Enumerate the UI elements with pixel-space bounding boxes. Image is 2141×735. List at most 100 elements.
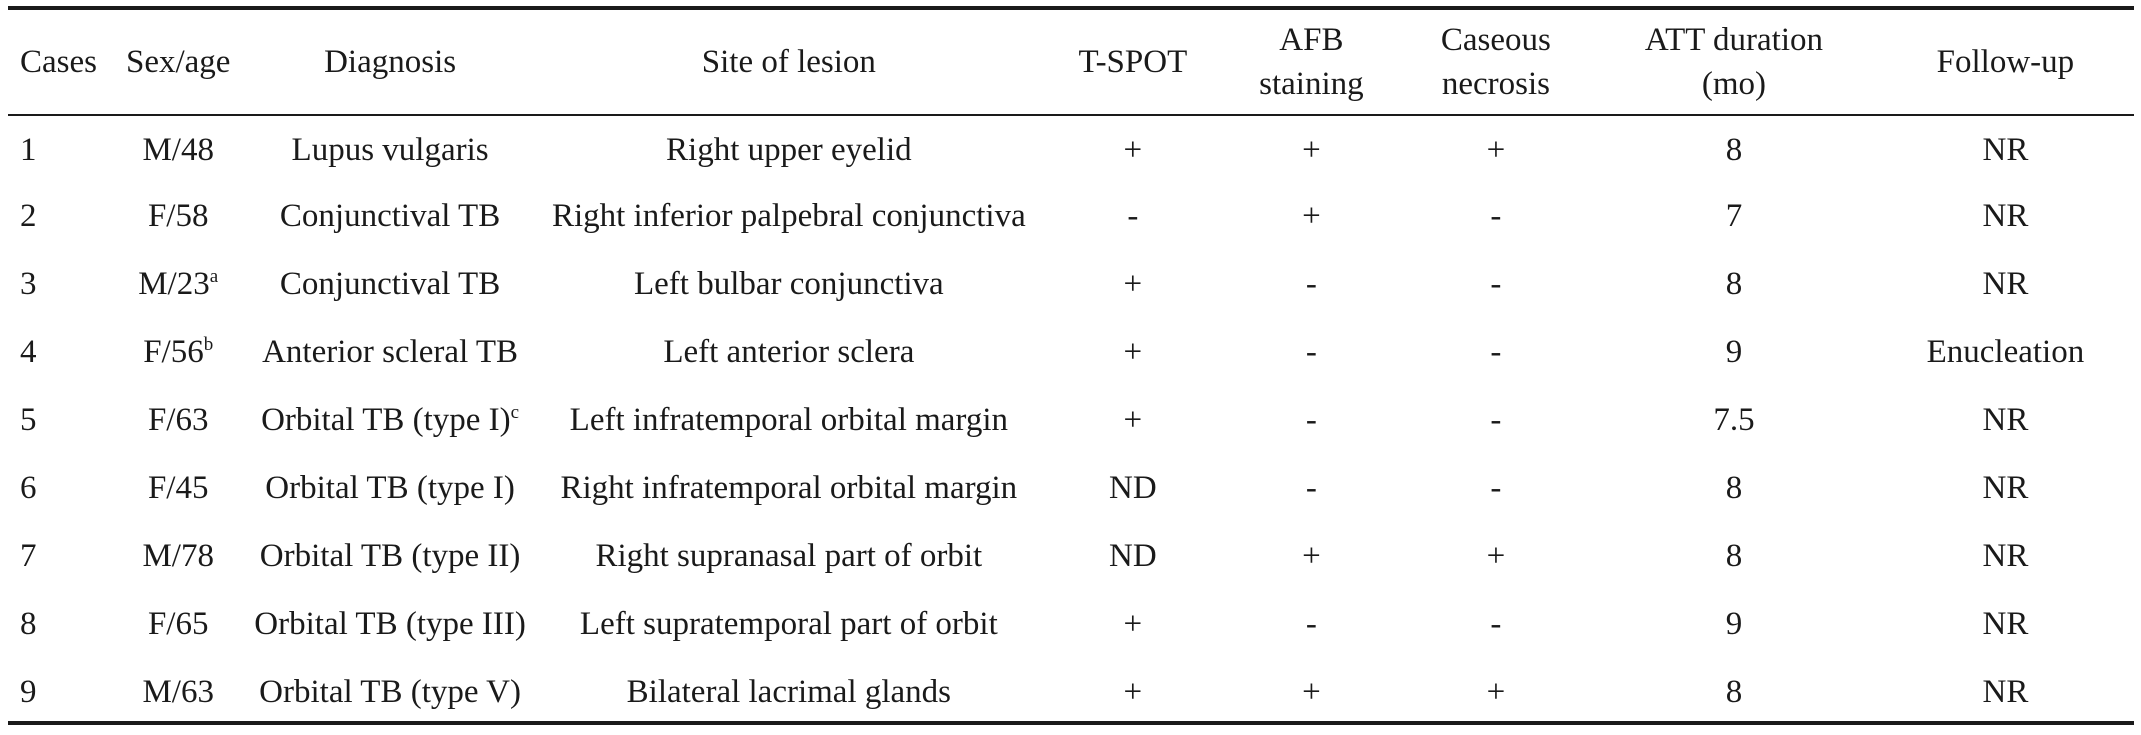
cell-diagnosis-text: Conjunctival TB — [279, 266, 501, 302]
cell-site-of-lesion-text: Left infratemporal orbital margin — [569, 402, 1008, 438]
cell-sex-age: M/23a — [110, 250, 246, 318]
cell-t-spot-text: + — [1123, 402, 1143, 438]
cell-att-duration: 9 — [1591, 318, 1877, 386]
cell-diagnosis: Orbital TB (type V) — [246, 658, 534, 726]
cell-att-duration-text: 9 — [1725, 606, 1743, 642]
cell-diagnosis: Conjunctival TB — [246, 182, 534, 250]
cell-afb-staining-text: + — [1302, 132, 1321, 168]
cell-diagnosis-text: Anterior scleral TB — [262, 334, 519, 370]
cell-follow-up-text: NR — [1982, 132, 2029, 168]
cell-site-of-lesion: Bilateral lacrimal glands — [534, 658, 1043, 726]
cell-site-of-lesion-text: Right infratemporal orbital margin — [560, 470, 1018, 506]
cell-case: 2 — [8, 182, 110, 250]
cell-follow-up-text: NR — [1982, 606, 2029, 642]
cell-diagnosis: Conjunctival TB — [246, 250, 534, 318]
cell-diagnosis-text: Conjunctival TB — [279, 198, 501, 234]
cell-att-duration-text: 8 — [1725, 132, 1743, 168]
header-row: Cases Sex/age Diagnosis Site of lesion T… — [8, 10, 2134, 114]
cell-follow-up-text: NR — [1982, 198, 2029, 234]
cell-t-spot: ND — [1044, 454, 1223, 522]
cell-diagnosis-text: Lupus vulgaris — [291, 132, 489, 168]
cell-sex-age: F/63 — [110, 386, 246, 454]
cell-caseous-necrosis: - — [1401, 250, 1591, 318]
cell-diagnosis-text: Orbital TB (type I) — [265, 470, 515, 506]
cell-afb-staining: - — [1222, 386, 1401, 454]
cell-follow-up-text: NR — [1982, 538, 2029, 574]
cell-diagnosis: Orbital TB (type I) — [246, 454, 534, 522]
cell-case-text: 3 — [20, 266, 37, 302]
cell-afb-staining: - — [1222, 250, 1401, 318]
cell-follow-up-text: NR — [1982, 402, 2029, 438]
cell-afb-staining-text: - — [1305, 470, 1317, 506]
cell-caseous-necrosis-text: - — [1490, 402, 1502, 438]
header-att-duration: ATT duration(mo) — [1644, 22, 1824, 102]
cell-afb-staining-text: + — [1302, 198, 1321, 234]
cell-att-duration-text: 8 — [1725, 538, 1743, 574]
cell-sex-age: F/45 — [110, 454, 246, 522]
cell-case: 6 — [8, 454, 110, 522]
cell-t-spot: + — [1044, 114, 1223, 182]
cell-site-of-lesion-text: Right supranasal part of orbit — [595, 538, 983, 574]
cell-diagnosis-text: Orbital TB (type II) — [259, 538, 521, 574]
cell-t-spot: + — [1044, 250, 1223, 318]
cell-afb-staining-text: - — [1305, 606, 1317, 642]
cell-caseous-necrosis-text: - — [1490, 606, 1502, 642]
cell-sex-age: M/48 — [110, 114, 246, 182]
table-row: 2 F/58 Conjunctival TB Right inferior palpe… — [8, 182, 2134, 250]
header-follow-up: Follow-up — [1936, 44, 2075, 80]
cell-sex-age-text: M/48 — [142, 132, 214, 168]
cell-afb-staining: - — [1222, 318, 1401, 386]
cell-caseous-necrosis-text: - — [1490, 470, 1502, 506]
cell-case: 5 — [8, 386, 110, 454]
cell-site-of-lesion-text: Right inferior palpebral conjunctiva — [551, 198, 1026, 234]
cell-att-duration-text: 7.5 — [1713, 402, 1755, 438]
cell-diagnosis: Orbital TB (type II) — [246, 522, 534, 590]
footnote-marker: b — [203, 334, 214, 355]
cell-caseous-necrosis: - — [1401, 318, 1591, 386]
cell-caseous-necrosis-text: - — [1490, 334, 1502, 370]
cell-att-duration-text: 7 — [1725, 198, 1743, 234]
cell-case: 1 — [8, 114, 110, 182]
cell-diagnosis: Orbital TB (type III) — [246, 590, 534, 658]
cell-t-spot: + — [1044, 318, 1223, 386]
cell-t-spot-text: ND — [1109, 470, 1157, 506]
cell-afb-staining: - — [1222, 590, 1401, 658]
cell-sex-age: M/63 — [110, 658, 246, 726]
cell-sex-age: F/58 — [110, 182, 246, 250]
cell-sex-age-text: M/63 — [142, 674, 214, 710]
header-site-of-lesion: Site of lesion — [701, 44, 876, 80]
cell-caseous-necrosis-text: + — [1486, 132, 1506, 168]
cell-t-spot: - — [1044, 182, 1223, 250]
cell-case-text: 2 — [20, 198, 37, 234]
cell-afb-staining: + — [1222, 658, 1401, 726]
cell-afb-staining: + — [1222, 522, 1401, 590]
cell-afb-staining: + — [1222, 114, 1401, 182]
cell-diagnosis-text: Orbital TB (type V) — [259, 674, 521, 710]
table-row: 3 M/23a Conjunctival TB Left bulbar conjunc… — [8, 250, 2134, 318]
cell-sex-age-text: F/65 — [147, 606, 209, 642]
cell-diagnosis-text: Orbital TB (type I) — [261, 402, 511, 438]
cell-follow-up: NR — [1877, 386, 2134, 454]
cell-caseous-necrosis: - — [1401, 386, 1591, 454]
cell-site-of-lesion-text: Left supratemporal part of orbit — [579, 606, 998, 642]
cell-follow-up-text: NR — [1982, 266, 2029, 302]
cell-att-duration-text: 8 — [1725, 470, 1743, 506]
cell-follow-up: NR — [1877, 250, 2134, 318]
cell-case: 3 — [8, 250, 110, 318]
cell-site-of-lesion: Left bulbar conjunctiva — [534, 250, 1043, 318]
cell-t-spot-text: - — [1127, 198, 1139, 234]
cell-site-of-lesion: Left supratemporal part of orbit — [534, 590, 1043, 658]
cell-sex-age-text: F/58 — [147, 198, 209, 234]
cell-att-duration: 8 — [1591, 454, 1877, 522]
cell-sex-age-text: F/56 — [143, 334, 204, 370]
cell-afb-staining: + — [1222, 182, 1401, 250]
table-top-rule — [8, 6, 2134, 10]
cell-caseous-necrosis: - — [1401, 182, 1591, 250]
cell-follow-up: NR — [1877, 590, 2134, 658]
cell-site-of-lesion-text: Left anterior sclera — [663, 334, 915, 370]
